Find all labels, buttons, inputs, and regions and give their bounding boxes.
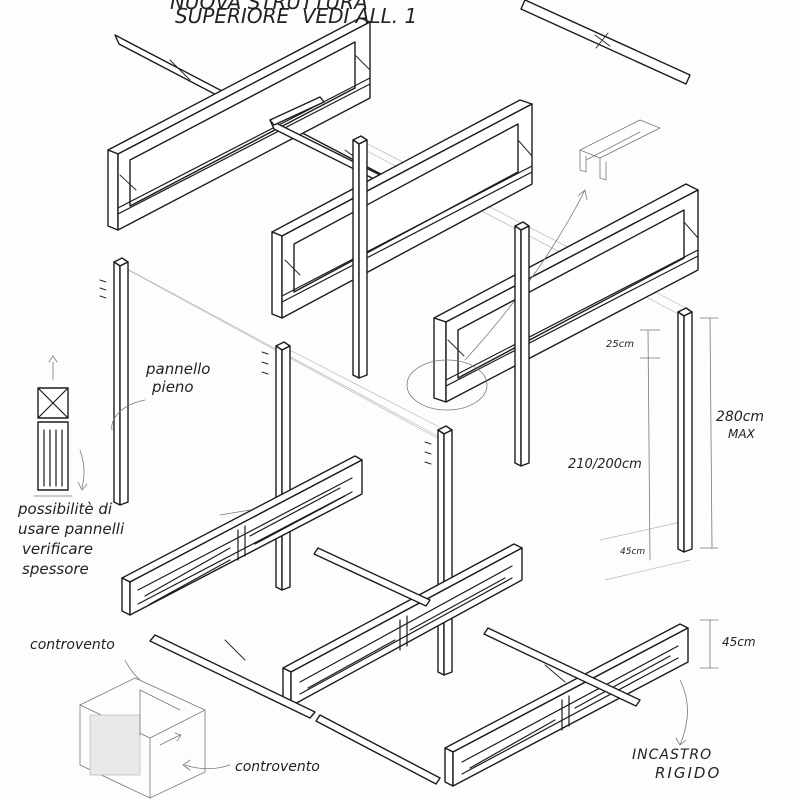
lower-frame-middle — [282, 543, 523, 707]
dim-25cm: 25cm — [606, 339, 634, 350]
dim-210-200cm: 210/200cm — [568, 457, 642, 472]
possibilita-line-3: verificare — [22, 540, 93, 558]
dim-45cm-small: 45cm — [620, 547, 646, 557]
rigido-label: RIGIDO — [655, 764, 722, 782]
lower-frame-left — [121, 455, 363, 616]
detail-arrow — [464, 189, 586, 361]
pieno-label: pieno — [152, 378, 194, 396]
top-frame-1 — [107, 17, 371, 231]
top-diagonal-beam — [520, 0, 691, 85]
top-frame-3 — [433, 183, 699, 403]
dimension-lines — [639, 317, 719, 746]
dim-280cm: 280cm — [716, 409, 765, 425]
possibilita-line-2: usare pannelli — [18, 520, 125, 538]
panel-detail — [33, 355, 88, 497]
top-frame-2 — [271, 99, 533, 319]
possibilita-line-4: spessore — [22, 560, 89, 578]
incastro-label: INCASTRO — [632, 747, 713, 763]
dim-max: MAX — [728, 427, 755, 441]
floor-plates — [149, 547, 641, 785]
pannello-arrow — [111, 399, 146, 431]
controvento-sketch — [79, 659, 231, 799]
detail-circle — [406, 359, 488, 411]
controvento-top-label: controvento — [30, 637, 115, 653]
lower-frame-right — [444, 623, 689, 787]
title-line-2: SUPERIORE VEDI ALL. 1 — [175, 4, 418, 28]
controvento-bottom-label: controvento — [235, 759, 320, 775]
pannello-label: pannello — [146, 360, 211, 378]
possibilita-line-1: possibilitè di — [18, 500, 113, 518]
dim-45cm-right: 45cm — [722, 635, 756, 649]
title-line-1: NUOVA STRUTTURA — [170, 0, 368, 14]
post-ticks — [99, 279, 432, 465]
c-bracket-detail — [579, 119, 661, 181]
